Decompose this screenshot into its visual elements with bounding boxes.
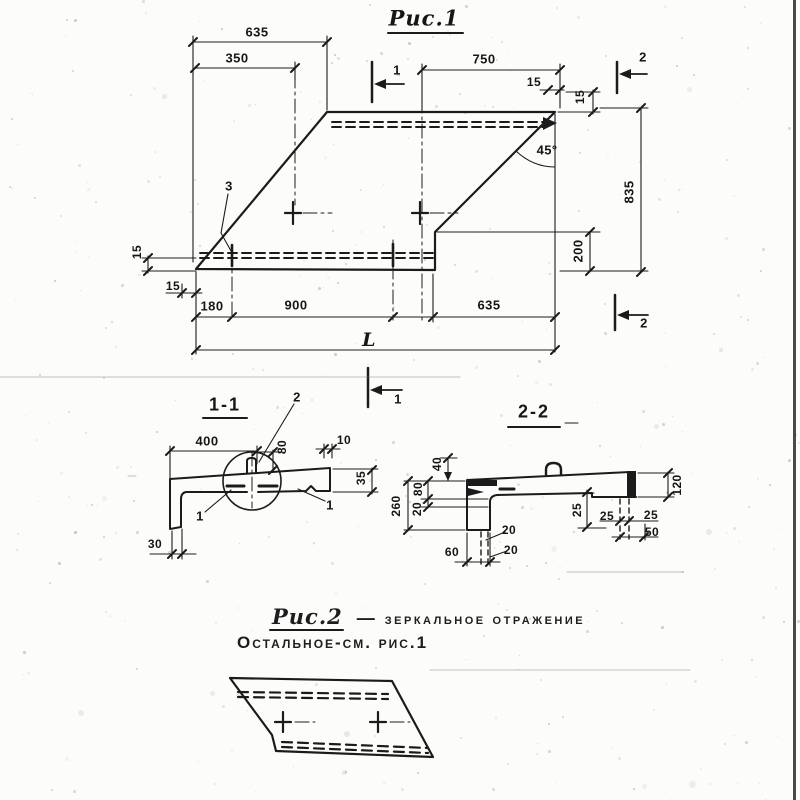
dim-15-top-right-h: 15 [526,75,542,89]
cut-2-bottom-label: 2 [640,315,648,331]
section-2-2-title: 2-2 [517,401,551,422]
dimension-lines [141,35,675,567]
dim-20-s22: 20 [410,501,424,517]
dim-80-s11: 80 [275,439,289,455]
length-L-label: L [362,329,376,351]
dim-350: 350 [225,50,249,66]
fig2-caption-dash: — [356,608,375,628]
cut-1-bottom-label: 1 [394,391,402,407]
angle-45-label: 45° [536,142,558,158]
fig2-caption-text: зеркальное отражение [384,611,586,628]
corner-anchor [467,480,497,486]
scan-artifact-lines [0,376,691,671]
strand-dashed-lines [199,121,544,259]
section-cut-bars [366,60,619,409]
dim-180: 180 [200,298,224,314]
cut-1-top-label: 1 [393,62,401,78]
callout-2: 2 [293,389,301,405]
dim-400: 400 [195,433,219,449]
title-underlines [202,32,579,631]
angle-arc [515,150,556,168]
dim-80-s22: 80 [411,481,425,497]
dim-50: 50 [644,525,660,539]
cut-2-top-label: 2 [639,49,647,65]
dim-260: 260 [389,495,403,517]
mount-point-markers [273,200,430,734]
dim-25-left: 25 [599,509,615,523]
fig1-plan-outline [194,110,557,272]
dim-750: 750 [472,51,496,67]
fig2-dashed-lines [236,690,430,755]
strand-arrow-icon [543,117,557,130]
dim-20-strand2: 20 [503,543,519,557]
fig2-caption-line2: Остальное-см. рис.1 [237,633,429,652]
dim-120: 120 [670,474,684,496]
fig2-caption-line1: Рис.2 — зеркальное отражение [270,604,585,631]
dim-835: 835 [621,180,637,204]
callout-1-right: 1 [326,497,334,513]
section-1-1-profile [169,451,331,530]
section-2-2-profile [466,461,637,531]
dim-15-bottom-left-h: 15 [165,279,181,293]
callout-1-left: 1 [196,508,204,524]
dim-200: 200 [570,239,586,263]
dim-15-top-right-v: 15 [573,89,587,105]
leader-lines [204,193,508,558]
anchor-arrow-icon [468,488,484,496]
dim-635-bottom: 635 [477,297,501,313]
dim-30: 30 [147,537,163,551]
dim-900: 900 [284,297,308,313]
dim-25-mid: 25 [570,502,584,518]
dimension-ticks [143,37,673,567]
section-strand-dashes [225,484,516,491]
fig1-title: Рис.1 [388,5,460,31]
dim-25-right: 25 [643,508,659,522]
strand-cross-ticks [230,242,395,268]
dim-15-bottom-left-v: 15 [130,244,144,260]
section-1-1-title: 1-1 [208,394,242,415]
dim-40: 40 [430,456,444,472]
fig2-plan-outline [228,676,435,759]
dim-635-top: 635 [245,24,269,40]
dim-35: 35 [354,470,368,486]
fig2-caption-title: Рис.2 [272,604,343,629]
callout-3: 3 [225,178,233,194]
lifting-loop [544,461,563,478]
dim-10: 10 [336,433,352,447]
dim-60: 60 [444,545,460,559]
center-lines [231,73,459,723]
anchor-plate [627,471,636,497]
dim-20-strand1: 20 [501,523,517,537]
